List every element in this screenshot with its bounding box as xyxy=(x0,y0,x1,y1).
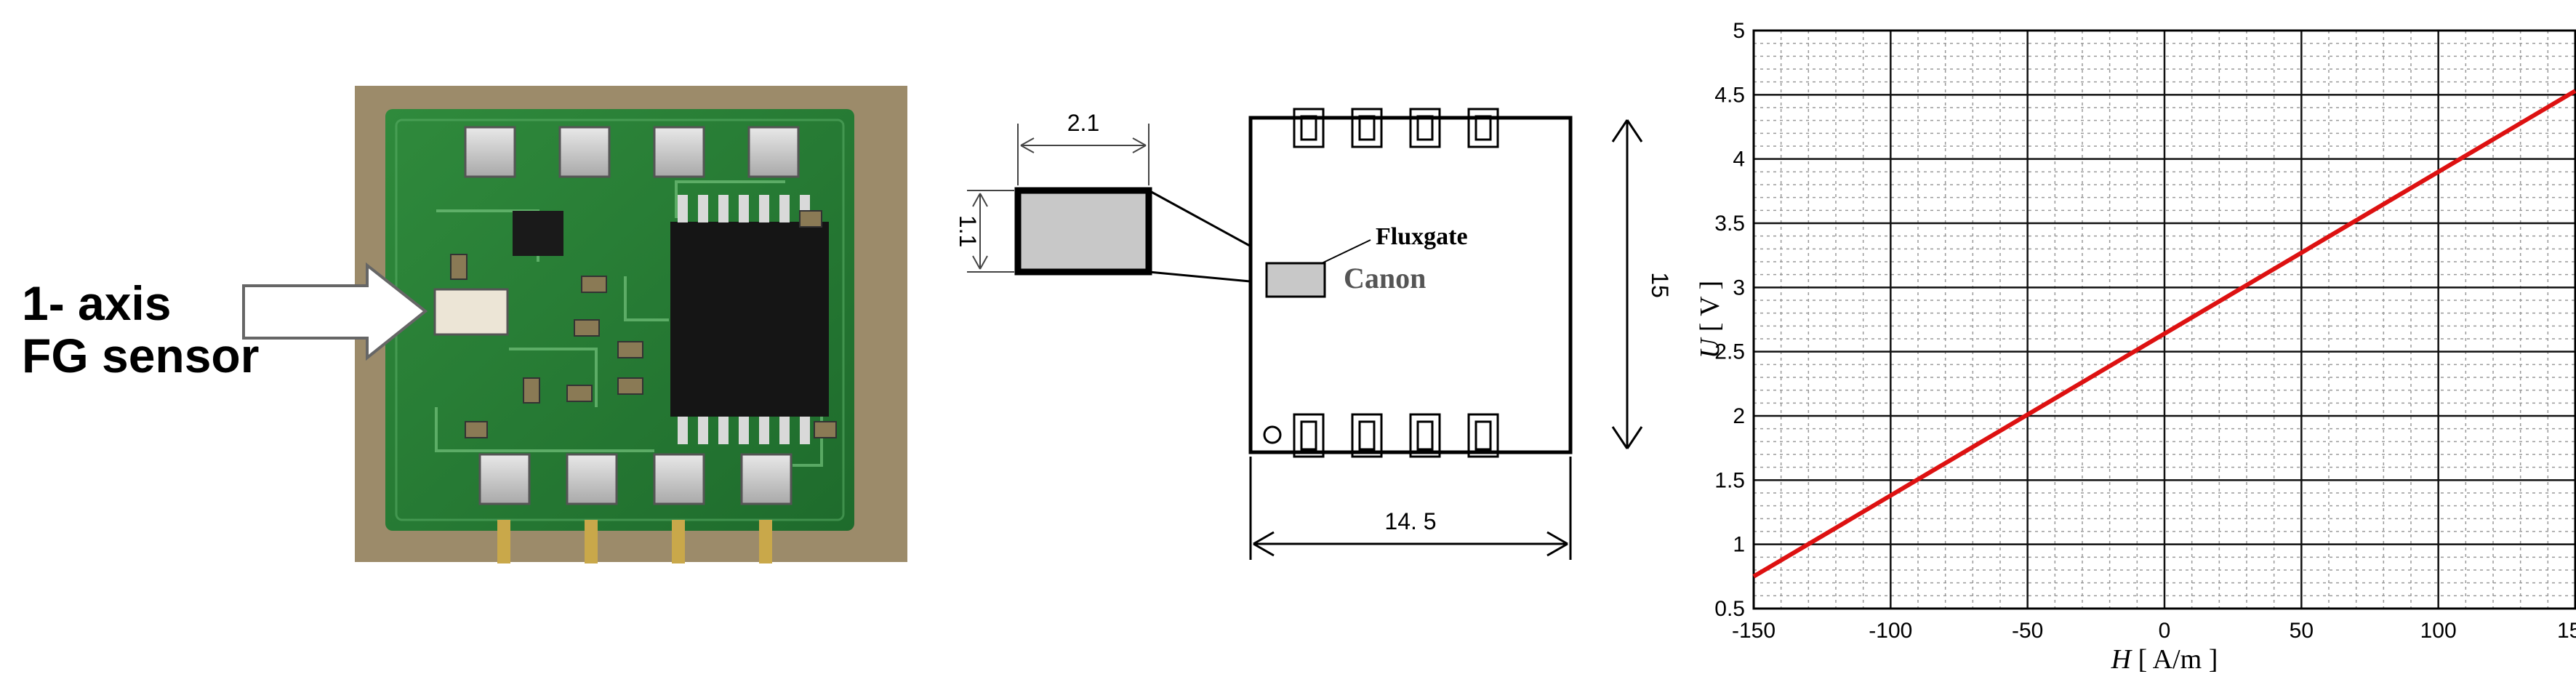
y-tick-label: 0.5 xyxy=(1714,597,1745,621)
x-tick-label: 50 xyxy=(2290,619,2314,643)
x-tick-label: -100 xyxy=(1869,619,1912,643)
callout-arrow xyxy=(242,262,428,361)
y-tick-label: 2.5 xyxy=(1714,340,1745,364)
dimension-drawing: 2.1 1.1 xyxy=(955,108,1673,560)
y-tick-label: 4 xyxy=(1733,148,1745,172)
fluxgate-chip xyxy=(1265,262,1326,298)
y-tick-label: 2 xyxy=(1733,404,1745,428)
top-header-pads xyxy=(464,126,800,178)
sensor-board-photo-panel: 1- axis FG sensor xyxy=(0,0,931,674)
plot-frame xyxy=(1752,29,2576,610)
series-layer xyxy=(1752,89,2576,579)
board-height-label: 15 xyxy=(1647,272,1673,298)
pin-one-marker xyxy=(1263,425,1282,444)
x-tick-label: 0 xyxy=(2159,619,2171,643)
chip-width-label: 2.1 xyxy=(1067,110,1099,136)
pcb-board xyxy=(385,109,854,531)
board-height-dimension xyxy=(1611,119,1643,449)
passive-components xyxy=(450,210,837,438)
x-tick-label: 100 xyxy=(2420,619,2457,643)
minor-grid xyxy=(1754,31,2575,609)
fluxgate-label: Fluxgate xyxy=(1376,223,1468,250)
y-tick-label: 1 xyxy=(1733,533,1745,557)
series-line xyxy=(1752,89,2576,579)
board-bottom-pads xyxy=(1293,413,1499,458)
x-axis-unit: [ A/m ] xyxy=(2131,644,2218,674)
x-tick-label: -50 xyxy=(2012,619,2043,643)
header-pins xyxy=(497,520,772,563)
major-grid xyxy=(1754,31,2575,609)
y-tick-label: 3 xyxy=(1733,276,1745,300)
transistor xyxy=(513,211,563,256)
board-width-label: 14. 5 xyxy=(1384,508,1436,534)
y-axis-label: U [ V ] xyxy=(1695,281,1725,358)
chip-height-label: 1.1 xyxy=(955,215,981,247)
ic-chip xyxy=(670,195,829,444)
y-tick-label: 1.5 xyxy=(1714,468,1745,492)
chip-enlarged xyxy=(1014,187,1152,276)
sensor-label-line2: FG sensor xyxy=(22,329,259,382)
y-tick-label: 5 xyxy=(1733,19,1745,43)
y-axis-unit: [ V ] xyxy=(1695,281,1725,339)
chip-width-dimension xyxy=(1017,124,1149,185)
board-width-dimension xyxy=(1249,457,1572,560)
canon-logo-text: Canon xyxy=(1344,262,1426,294)
dimension-drawing-panel: 2.1 1.1 xyxy=(931,0,1687,674)
sensor-board-illustration: 1- axis FG sensor xyxy=(22,86,907,563)
x-tick-label: 150 xyxy=(2557,619,2576,643)
transfer-characteristic-chart: -150 -100 -50 0 50 100 150 0.5 1 1.5 2 2.5 3 3.5 4 4.5… xyxy=(1695,19,2576,674)
board-top-pads xyxy=(1293,108,1499,148)
bottom-header-pads xyxy=(478,453,793,505)
fluxgate-leader-line xyxy=(1321,239,1371,264)
y-tick-label: 4.5 xyxy=(1714,83,1745,107)
x-tick-labels: -150 -100 -50 0 50 100 150 xyxy=(1732,619,2576,643)
y-tick-labels: 0.5 1 1.5 2 2.5 3 3.5 4 4.5 5 xyxy=(1714,19,1745,621)
y-tick-label: 3.5 xyxy=(1714,212,1745,236)
x-axis-label: H [ A/m ] xyxy=(2111,644,2218,674)
fluxgate-sensor-element xyxy=(433,288,509,336)
x-axis-variable: H xyxy=(2111,644,2133,674)
chip-height-dimension xyxy=(967,190,1014,273)
sensor-label-line1: 1- axis xyxy=(22,276,171,330)
x-tick-label: -150 xyxy=(1732,619,1775,643)
transfer-characteristic-chart-panel: -150 -100 -50 0 50 100 150 0.5 1 1.5 2 2.5 3 3.5 4 4.5… xyxy=(1694,0,2576,674)
y-axis-variable: U xyxy=(1695,337,1725,358)
